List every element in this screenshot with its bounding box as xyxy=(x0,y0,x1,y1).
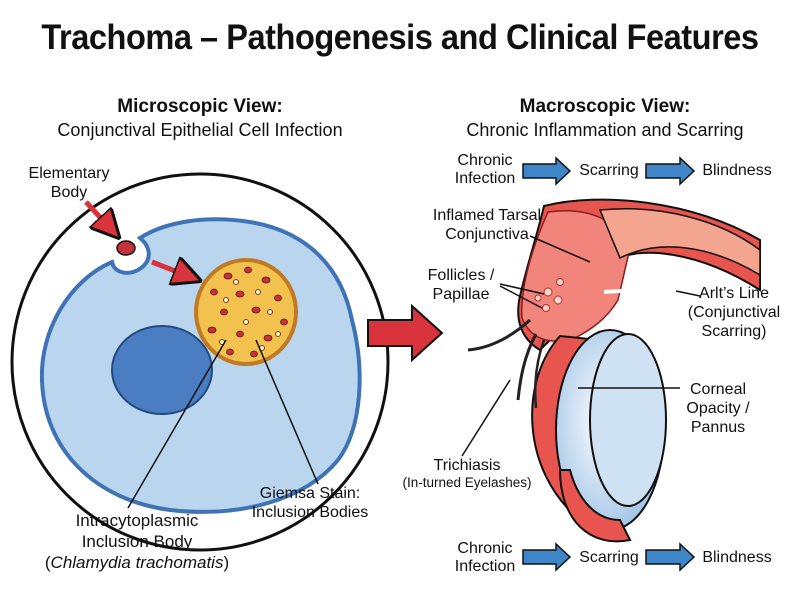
inclusion-body xyxy=(194,258,298,366)
flow-top-step-2: Scarring xyxy=(579,162,639,179)
entry-arrow-icon xyxy=(84,200,110,228)
lens xyxy=(589,333,667,507)
label-corneal-opacity: Corneal Opacity / Pannus xyxy=(686,381,750,436)
inturned-eyelash-icon xyxy=(516,333,538,401)
flow-bottom-step-3: Blindness xyxy=(702,549,772,566)
leader-trichiasis xyxy=(461,379,511,457)
label-elementary-body: Elementary Body xyxy=(28,165,110,201)
upper-lid-band xyxy=(598,208,761,277)
label-trichiasis-sub: (In-turned Eyelashes) xyxy=(402,475,532,490)
flow-bottom-arrow-1-icon xyxy=(522,542,572,572)
flow-top-step-1: Chronic Infection xyxy=(454,152,516,187)
transition-arrow-icon xyxy=(367,303,444,363)
microscopic-subheading: Conjunctival Epithelial Cell Infection xyxy=(57,120,343,140)
flow-bottom-step-1: Chronic Infection xyxy=(454,540,516,575)
nucleus xyxy=(111,325,213,415)
label-inclusion-body: Intracytoplasmic Inclusion Body (Chlamyd… xyxy=(44,511,230,572)
label-arlts-line: Arlt’s Line (Conjunctival Scarring) xyxy=(687,285,781,340)
follicles xyxy=(534,278,564,312)
elementary-body xyxy=(116,240,136,256)
flow-bottom-arrow-2-icon xyxy=(645,542,696,572)
leader-inclusion xyxy=(127,339,227,509)
label-trichiasis: Trichiasis xyxy=(433,457,501,474)
macroscopic-heading: Macroscopic View: xyxy=(519,96,691,117)
leader-giemsa xyxy=(255,339,319,485)
flow-top-step-3: Blindness xyxy=(702,162,772,179)
arlts-line xyxy=(603,288,681,294)
leader-inflamed xyxy=(529,235,591,263)
lower-lid xyxy=(558,469,632,543)
label-inflamed-tarsal: Inflamed Tarsal Conjunctiva xyxy=(432,207,542,243)
leader-follicles-1 xyxy=(499,283,545,295)
label-follicles: Follicles / Papillae xyxy=(427,267,495,303)
page-title: Trachoma – Pathogenesis and Clinical Fea… xyxy=(41,18,759,57)
inturned-eyelash-icon-2 xyxy=(534,339,546,409)
microscopic-heading: Microscopic View: xyxy=(117,96,283,117)
leader-arlt xyxy=(675,290,701,297)
label-giemsa: Giemsa Stain: Inclusion Bodies xyxy=(251,485,369,521)
eyelash-icon xyxy=(467,318,532,352)
leader-follicles-2 xyxy=(499,285,543,309)
flow-top-arrow-2-icon xyxy=(645,156,696,186)
flow-bottom-step-2: Scarring xyxy=(579,549,639,566)
migration-arrow-icon xyxy=(151,262,188,276)
macroscopic-subheading: Chronic Inflammation and Scarring xyxy=(466,120,744,140)
flow-top-arrow-1-icon xyxy=(522,156,572,186)
